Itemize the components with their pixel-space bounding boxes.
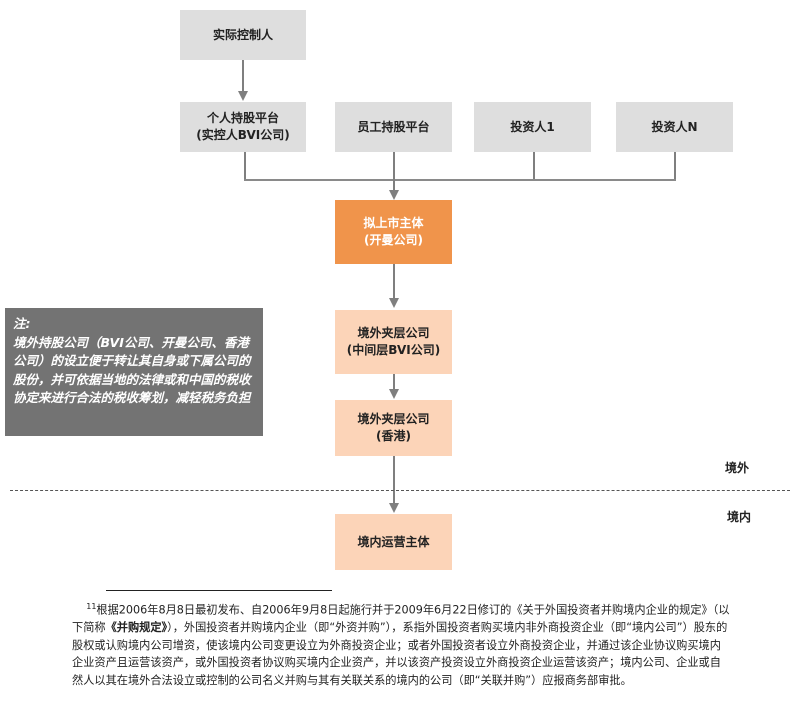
box-label: 投资人1: [510, 119, 555, 134]
listing-entity-box: 拟上市主体 (开曼公司): [335, 200, 452, 264]
box-label-line2: (实控人BVI公司): [196, 128, 290, 142]
arrow-down-icon: [238, 91, 248, 101]
offshore-hk-box: 境外夹层公司 (香港): [335, 400, 452, 456]
footnote-bold-term: 《并购规定》: [105, 621, 168, 635]
actual-controller-box: 实际控制人: [180, 10, 306, 60]
connector-line: [393, 152, 395, 192]
employee-holding-platform-box: 员工持股平台: [335, 102, 452, 152]
box-label-line1: 境外夹层公司: [357, 412, 430, 426]
footnote-text-part2: ），外国投资者并购境内企业（即“外资并购”），系指外国投资者购买境内非外商投资企…: [72, 621, 728, 687]
box-label: 员工持股平台: [357, 119, 430, 134]
footnote-rule: [106, 590, 332, 591]
bus-line: [244, 179, 676, 181]
box-label-line1: 个人持股平台: [206, 111, 279, 125]
investor-1-box: 投资人1: [474, 102, 591, 152]
onshore-operating-entity-box: 境内运营主体: [335, 514, 452, 570]
footnote-marker: 11: [86, 602, 97, 611]
personal-holding-platform-box: 个人持股平台 (实控人BVI公司): [180, 102, 306, 152]
box-label-line2: (中间层BVI公司): [346, 343, 441, 357]
box-label-line1: 境外夹层公司: [357, 326, 430, 340]
box-label: 投资人N: [651, 119, 698, 134]
note-text: 境外持股公司（BVI公司、开曼公司、香港公司）的设立便于转让其自身或下属公司的股…: [13, 334, 251, 406]
offshore-onshore-boundary: [10, 490, 790, 491]
box-label: 境内运营主体: [357, 534, 430, 549]
box-label: 实际控制人: [212, 27, 273, 42]
connector-line: [393, 374, 395, 389]
region-label-onshore: 境内: [727, 510, 752, 524]
connector-line: [674, 152, 676, 181]
connector-line: [393, 264, 395, 299]
arrow-down-icon: [389, 503, 399, 513]
connector-line: [533, 152, 535, 181]
investor-n-box: 投资人N: [616, 102, 733, 152]
arrow-down-icon: [389, 389, 399, 399]
note-box: 注: 境外持股公司（BVI公司、开曼公司、香港公司）的设立便于转让其自身或下属公…: [5, 308, 263, 436]
footnote-text-part1: 根据2006年8月8日最初发布、自2006年9月8日起施行并于2009年6月22…: [72, 603, 730, 635]
offshore-mid-bvi-box: 境外夹层公司 (中间层BVI公司): [335, 310, 452, 374]
box-label-line2: (开曼公司): [364, 233, 423, 247]
footnote: 11根据2006年8月8日最初发布、自2006年9月8日起施行并于2009年6月…: [72, 598, 732, 689]
connector-line: [393, 456, 395, 504]
arrow-down-icon: [389, 190, 399, 200]
box-label-line1: 拟上市主体: [363, 216, 424, 230]
note-title: 注:: [13, 316, 31, 331]
connector-line: [244, 152, 246, 181]
region-label-offshore: 境外: [725, 461, 750, 475]
connector-line: [242, 60, 244, 92]
box-label-line2: (香港): [376, 429, 411, 443]
arrow-down-icon: [389, 298, 399, 308]
